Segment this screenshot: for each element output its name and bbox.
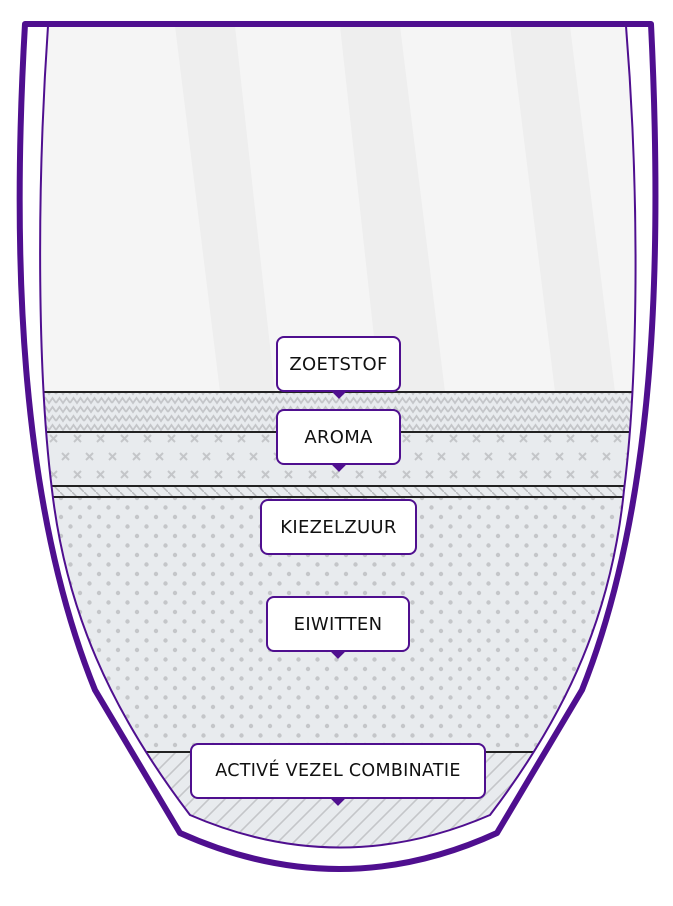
label-text: AROMA xyxy=(304,426,373,448)
label-zoetstof: ZOETSTOF xyxy=(276,336,401,392)
label-active-vezel-combinatie: ACTIVÉ VEZEL COMBINATIE xyxy=(190,743,486,799)
label-kiezelzuur: KIEZELZUUR xyxy=(260,499,417,555)
label-text: EIWITTEN xyxy=(293,613,383,635)
glass-outer-outline xyxy=(16,21,659,872)
label-eiwitten: EIWITTEN xyxy=(266,596,410,652)
label-aroma: AROMA xyxy=(276,409,401,465)
glass-inner-outline xyxy=(39,25,637,849)
label-text: ZOETSTOF xyxy=(289,353,388,375)
label-text: KIEZELZUUR xyxy=(280,516,397,538)
layer-kiezelzuur xyxy=(40,486,636,497)
label-text: ACTIVÉ VEZEL COMBINATIE xyxy=(215,761,461,781)
layer-zoetstof xyxy=(40,392,636,432)
